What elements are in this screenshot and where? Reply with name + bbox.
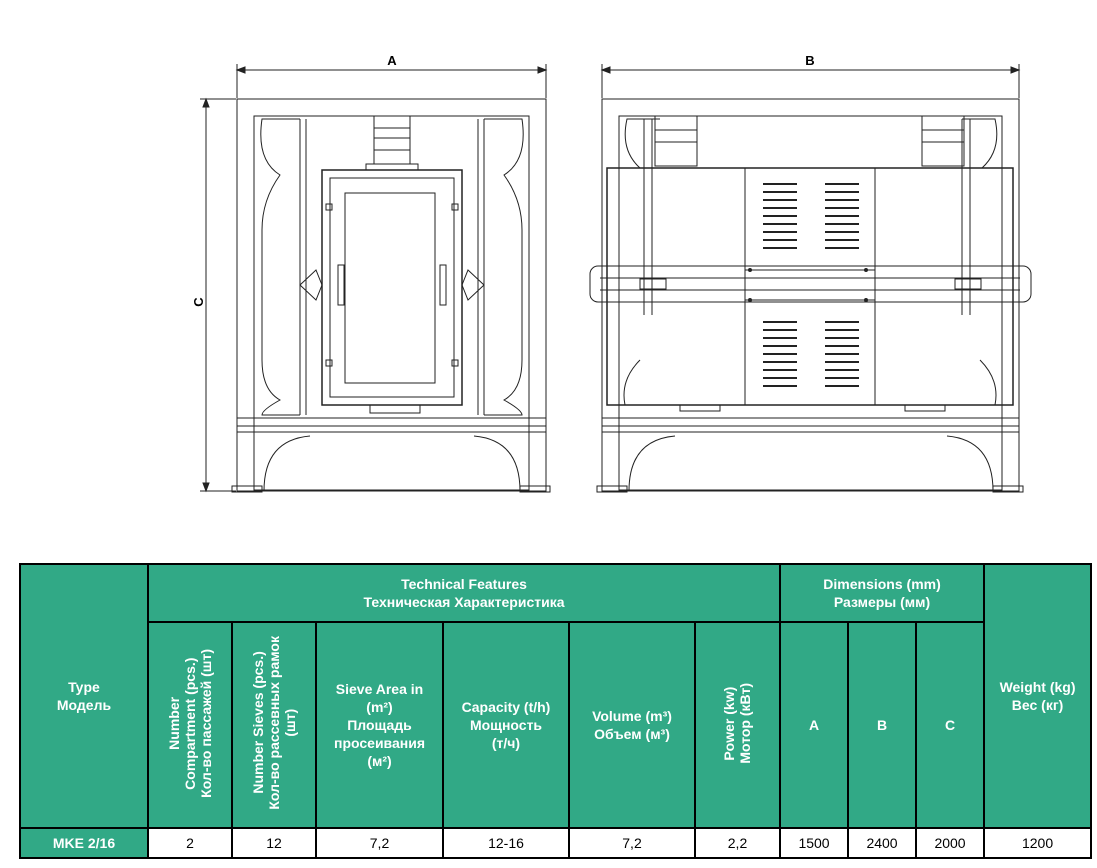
dim-c-value: 2000	[915, 827, 986, 859]
dim-b-value: 2400	[847, 827, 918, 859]
bolts	[748, 268, 868, 302]
spec-table: Type Модель Technical Features Техническ…	[19, 563, 1093, 859]
table-row: MKE 2/16 2 12 7,2 12-16 7,2 2,2 1500 240…	[19, 827, 1093, 859]
sieves-l1: Number Sieves (pcs.)	[249, 651, 266, 795]
technical-drawing: A B C	[191, 53, 1032, 493]
sieve-area-l1: Sieve Area in	[335, 680, 424, 697]
sieve-area-l3: Площадь	[347, 716, 412, 733]
dim-b-label: B	[805, 53, 814, 68]
dimensions-en: Dimensions (mm)	[823, 575, 941, 592]
compartment-l2: Compartment (pcs.)	[181, 656, 198, 790]
sieve-area-l2: (m²)	[366, 698, 393, 715]
volume-l2: Объем (м³)	[594, 726, 670, 742]
dim-a-header: A	[779, 621, 850, 829]
weight-header-ru: Вес (кг)	[1011, 697, 1064, 713]
dim-a-label: A	[387, 53, 397, 68]
compartment-l3: Кол-во пассажей (шт)	[198, 648, 215, 798]
spec-table-wrapper: Type Модель Technical Features Техническ…	[19, 563, 1093, 859]
type-header-en: Type	[68, 678, 100, 695]
power-value: 2,2	[693, 827, 782, 859]
dim-a-value: 1500	[779, 827, 850, 859]
sieves-l2: Кол-во рассевных рамок	[265, 636, 282, 810]
front-view	[200, 64, 551, 493]
capacity-l1: Capacity (t/h)	[461, 698, 551, 715]
sieves-header: Number Sieves (pcs.) Кол-во рассевных ра…	[231, 621, 317, 829]
sieve-area-l5: (м²)	[367, 753, 392, 770]
power-header: Power (kw) Мотор (кВт)	[693, 621, 782, 829]
dimensions-header: Dimensions (mm) Размеры (мм)	[779, 563, 986, 623]
capacity-l3: (т/ч)	[491, 735, 521, 752]
model-cell: MKE 2/16	[19, 827, 149, 859]
compartment-header: Number Compartment (pcs.) Кол-во пассаже…	[147, 621, 233, 829]
sieve-area-l4: просеивания	[334, 735, 425, 752]
dimensions-ru: Размеры (мм)	[833, 594, 931, 610]
power-l1: Power (kw)	[721, 685, 738, 760]
weight-header-en: Weight (kg)	[999, 678, 1076, 695]
type-header: Type Модель	[19, 563, 149, 829]
volume-value: 7,2	[568, 827, 696, 859]
power-l2: Мотор (кВт)	[737, 682, 754, 764]
drawing-canvas: A B C	[191, 53, 1032, 493]
dim-c-header: C	[915, 621, 986, 829]
volume-header: Volume (m³) Объем (м³)	[568, 621, 696, 829]
capacity-header: Capacity (t/h) Мощность (т/ч)	[442, 621, 570, 829]
capacity-l2: Мощность	[469, 716, 543, 733]
volume-l1: Volume (m³)	[592, 707, 672, 724]
type-header-ru: Модель	[56, 697, 112, 713]
dim-b-header: B	[847, 621, 918, 829]
capacity-value: 12-16	[442, 827, 570, 859]
sieves-l3: (шт)	[282, 708, 299, 737]
vent-louvres	[763, 183, 859, 387]
dim-c-label: C	[191, 297, 206, 307]
weight-value: 1200	[983, 827, 1093, 859]
sieve-area-value: 7,2	[315, 827, 444, 859]
sieves-value: 12	[231, 827, 317, 859]
tech-features-ru: Техническая Характеристика	[363, 594, 565, 610]
tech-features-header: Technical Features Техническая Характери…	[146, 563, 782, 623]
weight-header: Weight (kg) Вес (кг)	[983, 563, 1093, 829]
compartment-value: 2	[147, 827, 233, 859]
sieve-area-header: Sieve Area in (m²) Площадь просеивания (…	[315, 621, 444, 829]
compartment-l1: Number	[165, 696, 182, 750]
side-view	[589, 64, 1032, 493]
tech-features-en: Technical Features	[401, 575, 527, 592]
